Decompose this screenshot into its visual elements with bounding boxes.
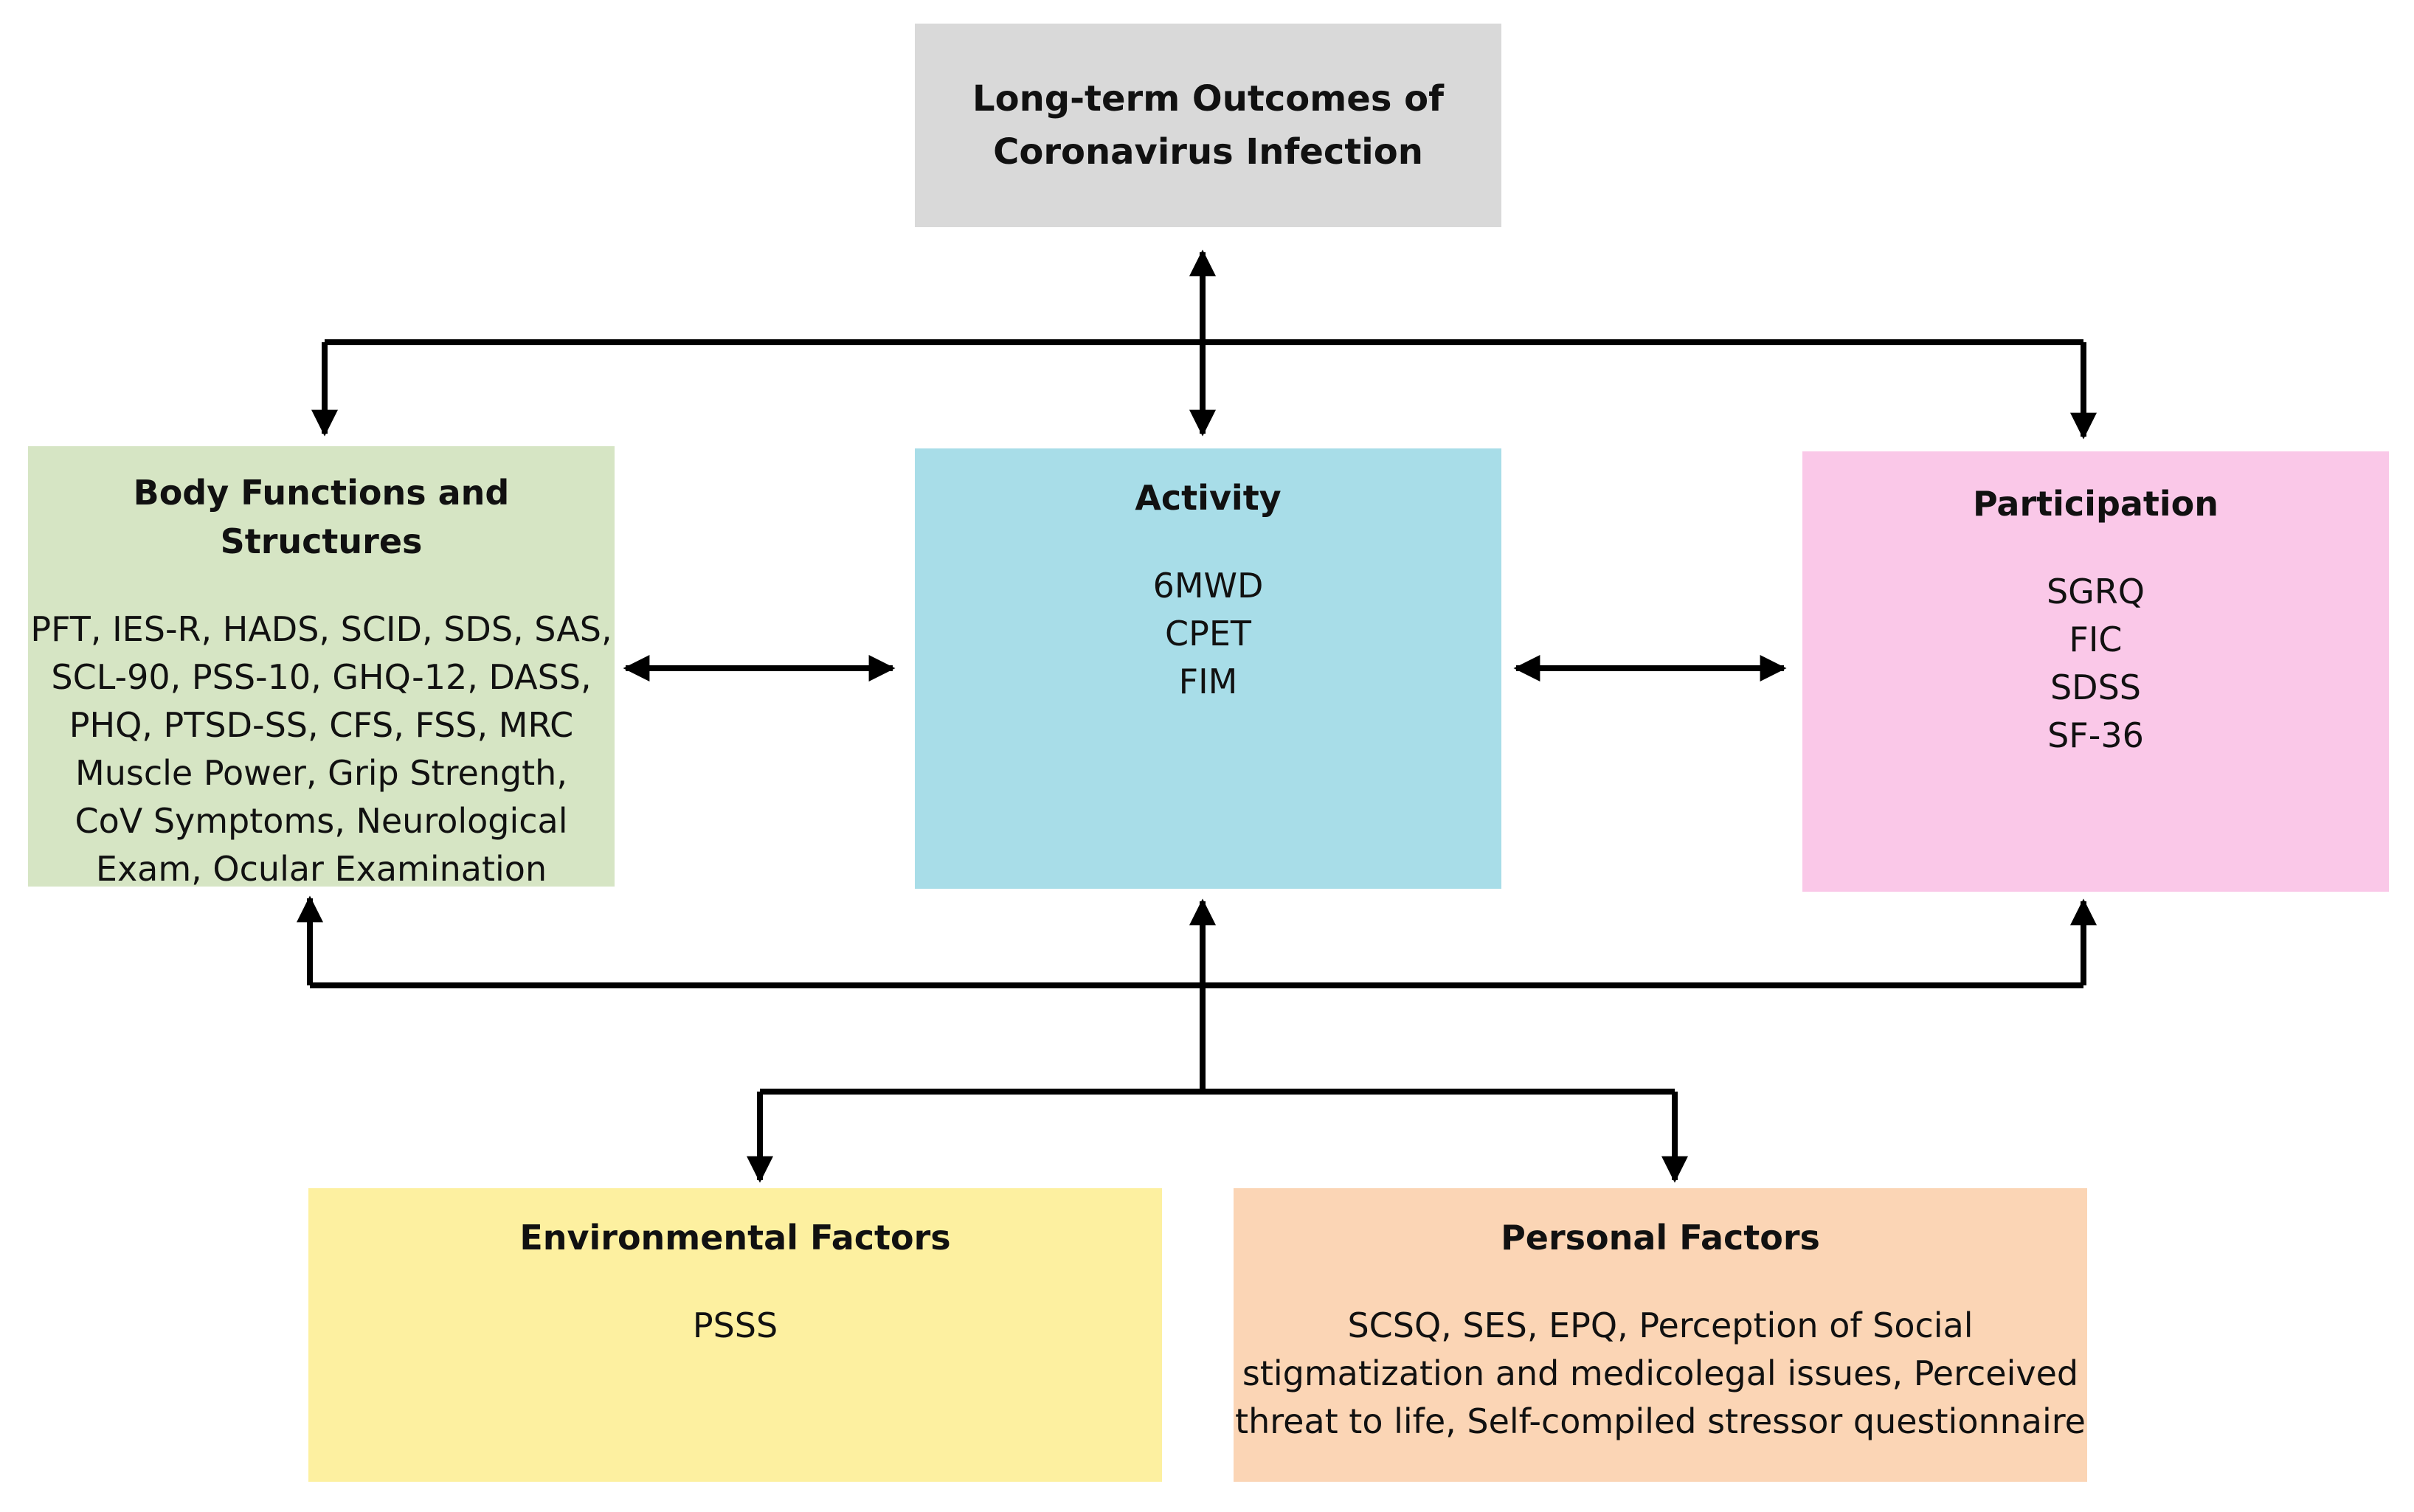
body-functions-line: Muscle Power, Grip Strength, (75, 753, 567, 793)
environmental-factors-title: Environmental Factors (519, 1218, 951, 1258)
personal-factors-line: SCSQ, SES, EPQ, Perception of Social (1347, 1305, 1974, 1345)
participation-box: Participation SGRQ FIC SDSS SF-36 (1802, 451, 2389, 892)
outcomes-title-line-1: Long-term Outcomes of (972, 78, 1444, 119)
activity-line: CPET (1164, 614, 1251, 653)
participation-measures: SGRQ FIC SDSS SF-36 (2047, 568, 2145, 760)
environmental-factors-box: Environmental Factors PSSS (308, 1188, 1162, 1482)
body-functions-line: Exam, Ocular Examination (95, 849, 547, 889)
personal-factors-title: Personal Factors (1501, 1218, 1820, 1258)
participation-line: SDSS (2050, 667, 2141, 707)
environmental-factors-measures: PSSS (693, 1302, 778, 1350)
environmental-factors-line: PSSS (692, 1305, 778, 1345)
body-functions-box: Body Functions and Structures PFT, IES-R… (28, 446, 615, 889)
body-functions-line: PHQ, PTSD-SS, CFS, FSS, MRC (69, 705, 574, 745)
body-functions-line: PFT, IES-R, HADS, SCID, SDS, SAS, (30, 609, 612, 649)
personal-factors-line: threat to life, Self-compiled stressor q… (1235, 1401, 2086, 1441)
body-functions-measures: PFT, IES-R, HADS, SCID, SDS, SAS, SCL-90… (30, 606, 612, 893)
activity-title: Activity (1135, 478, 1282, 518)
outcomes-box: Long-term Outcomes of Coronavirus Infect… (915, 24, 1501, 227)
personal-factors-box: Personal Factors SCSQ, SES, EPQ, Percept… (1234, 1188, 2087, 1482)
body-functions-line: CoV Symptoms, Neurological (75, 801, 568, 841)
activity-line: FIM (1178, 662, 1238, 701)
participation-title: Participation (1972, 484, 2219, 524)
personal-factors-measures: SCSQ, SES, EPQ, Perception of Social sti… (1235, 1302, 2086, 1446)
personal-factors-line: stigmatization and medicolegal issues, P… (1242, 1353, 2079, 1393)
body-functions-title: Body Functions and Structures (133, 473, 510, 561)
activity-measures: 6MWD CPET FIM (1153, 562, 1264, 706)
participation-line: SGRQ (2046, 572, 2145, 611)
activity-line: 6MWD (1152, 566, 1264, 606)
outcomes-title-line-2: Coronavirus Infection (993, 131, 1423, 173)
participation-line: SF-36 (2047, 715, 2144, 755)
participation-line: FIC (2069, 620, 2123, 659)
body-functions-line: SCL-90, PSS-10, GHQ-12, DASS, (51, 657, 592, 697)
activity-box: Activity 6MWD CPET FIM (915, 448, 1501, 889)
